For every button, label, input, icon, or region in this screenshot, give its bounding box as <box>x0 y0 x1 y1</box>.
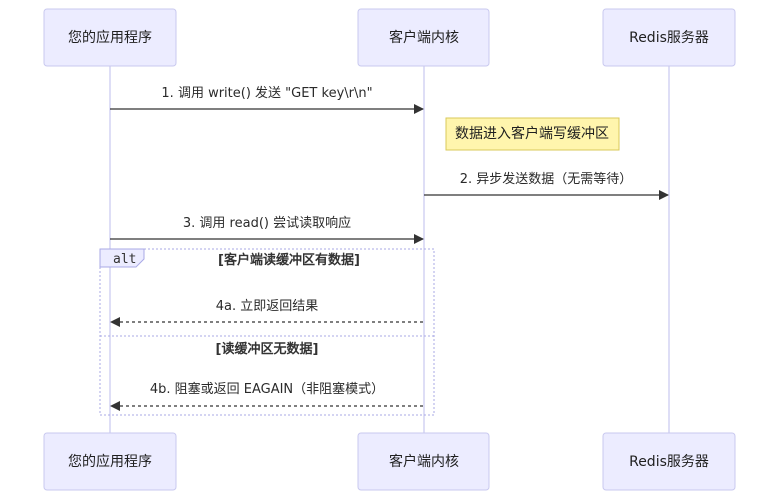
alt-frame: alt [客户端读缓冲区有数据] [读缓冲区无数据] <box>99 248 435 416</box>
actor-redis-label-bottom: Redis服务器 <box>629 454 709 470</box>
message-3-label: 3. 调用 read() 尝试读取响应 <box>183 215 351 231</box>
alt-frame-tab <box>99 248 145 268</box>
actor-app-top: 您的应用程序 <box>43 8 177 67</box>
actor-kernel-label-bottom: 客户端内核 <box>389 453 459 470</box>
message-2-label: 2. 异步发送数据（无需等待） <box>460 171 633 187</box>
note-label: 数据进入客户端写缓冲区 <box>455 125 609 142</box>
actor-app-bottom: 您的应用程序 <box>43 432 177 491</box>
message-4b-label: 4b. 阻塞或返回 EAGAIN（非阻塞模式） <box>150 381 384 397</box>
alt-condition-1: [客户端读缓冲区有数据] <box>218 252 360 268</box>
message-1-label: 1. 调用 write() 发送 "GET key\r\n" <box>161 85 372 101</box>
actor-app-label-bottom: 您的应用程序 <box>68 453 152 470</box>
alt-keyword: alt <box>113 252 136 267</box>
actor-kernel-top: 客户端内核 <box>357 8 490 67</box>
message-4a-label: 4a. 立即返回结果 <box>216 299 319 314</box>
actor-app-label: 您的应用程序 <box>68 29 152 46</box>
note: 数据进入客户端写缓冲区 <box>445 117 620 151</box>
actor-redis-label: Redis服务器 <box>629 30 709 46</box>
actor-kernel-bottom: 客户端内核 <box>357 432 490 491</box>
actor-redis-top: Redis服务器 <box>602 8 736 67</box>
actor-kernel-label: 客户端内核 <box>389 29 459 46</box>
actor-redis-bottom: Redis服务器 <box>602 432 736 491</box>
alt-condition-2: [读缓冲区无数据] <box>216 341 319 357</box>
